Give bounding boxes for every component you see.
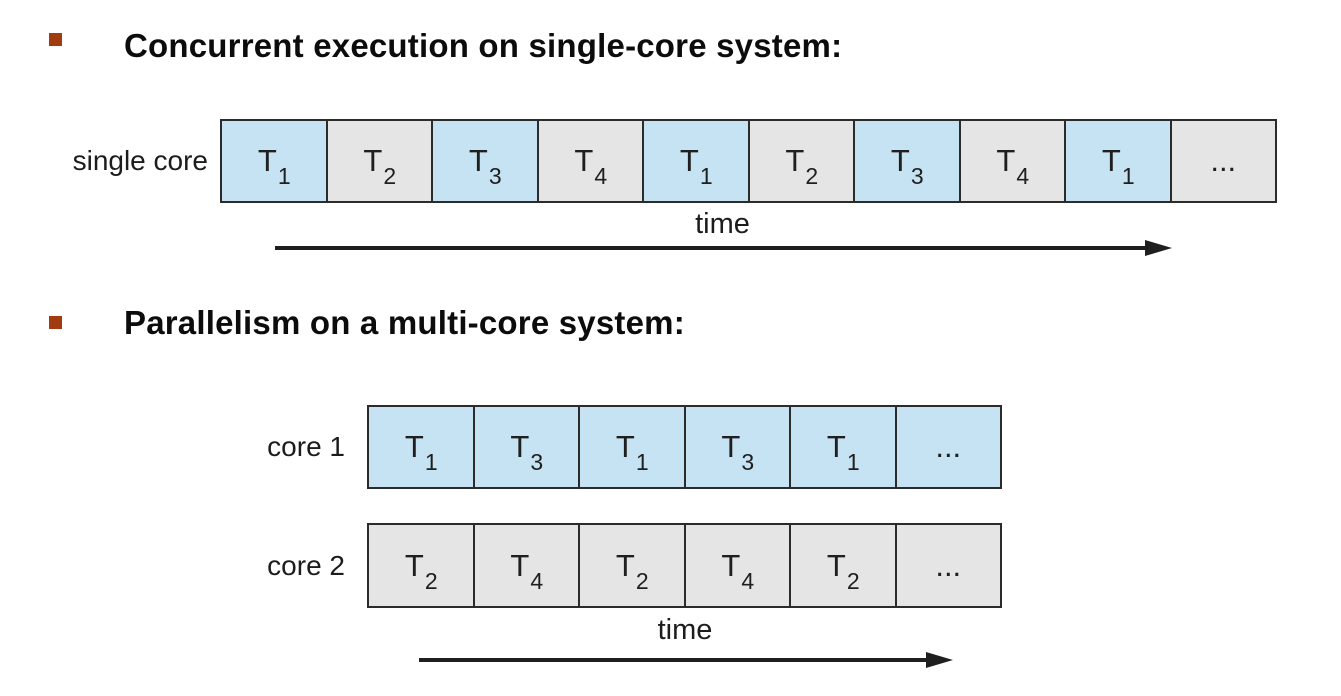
thread-label: T2 [785, 143, 819, 190]
thread-label: T3 [468, 143, 502, 190]
core-2-row-label: core 2 [267, 549, 345, 581]
bullet-square [49, 316, 62, 329]
thread-label: T2 [363, 143, 397, 190]
timeslice-cell: T3 [855, 121, 961, 201]
thread-label: T4 [996, 143, 1030, 190]
thread-label: T2 [826, 547, 860, 594]
thread-label: T1 [615, 429, 649, 476]
ellipsis-label: ... [935, 547, 962, 583]
core-2-timeline: T2 T4 T2 T4 T2 ... [367, 523, 1002, 608]
section-heading-multi-core: Parallelism on a multi-core system: [124, 304, 685, 341]
thread-label: T3 [721, 429, 755, 476]
timeslice-cell: T2 [327, 121, 433, 201]
timeslice-cell: T2 [749, 121, 855, 201]
thread-label: T2 [615, 547, 649, 594]
timeslice-cell: T3 [685, 407, 791, 487]
bullet-square [49, 33, 62, 46]
thread-label: T2 [404, 547, 438, 594]
timeslice-cell: T2 [369, 525, 475, 606]
time-arrow [419, 652, 953, 668]
timeslice-cell: T2 [580, 525, 686, 606]
thread-label: T4 [721, 547, 755, 594]
thread-label: T1 [404, 429, 438, 476]
timeslice-cell: T3 [433, 121, 539, 201]
timeslice-cell-ellipsis: ... [1171, 121, 1275, 201]
timeslice-cell-ellipsis: ... [896, 407, 1000, 487]
thread-label: T1 [1101, 143, 1135, 190]
core-1-row-label: core 1 [267, 431, 345, 462]
ellipsis-label: ... [935, 429, 962, 464]
timeslice-cell: T4 [474, 525, 580, 606]
thread-label: T4 [574, 143, 608, 190]
thread-label: T3 [510, 429, 544, 476]
timeslice-cell: T4 [538, 121, 644, 201]
timeslice-cell-ellipsis: ... [896, 525, 1000, 606]
thread-label: T4 [510, 547, 544, 594]
single-core-timeline: T1 T2 T3 T4 T1 T2 T3 T4 T1 ... [220, 119, 1277, 203]
ellipsis-label: ... [1210, 143, 1237, 178]
thread-label: T1 [679, 143, 713, 190]
thread-label: T1 [257, 143, 291, 190]
single-core-row-label: single core [72, 145, 208, 176]
time-axis-label: time [695, 208, 750, 240]
section-heading-single-core: Concurrent execution on single-core syst… [124, 27, 843, 64]
core-1-timeline: T1 T3 T1 T3 T1 ... [367, 405, 1002, 489]
timeslice-cell: T4 [685, 525, 791, 606]
timeslice-cell: T1 [791, 407, 897, 487]
timeslice-cell: T1 [580, 407, 686, 487]
thread-label: T3 [890, 143, 924, 190]
timeslice-cell: T1 [1066, 121, 1172, 201]
timeslice-cell: T1 [369, 407, 475, 487]
thread-label: T1 [826, 429, 860, 476]
timeslice-cell: T1 [222, 121, 328, 201]
timeslice-cell: T2 [791, 525, 897, 606]
timeslice-cell: T1 [644, 121, 750, 201]
time-arrow [275, 240, 1172, 256]
time-axis-label: time [657, 614, 713, 646]
timeslice-cell: T4 [960, 121, 1066, 201]
timeslice-cell: T3 [474, 407, 580, 487]
